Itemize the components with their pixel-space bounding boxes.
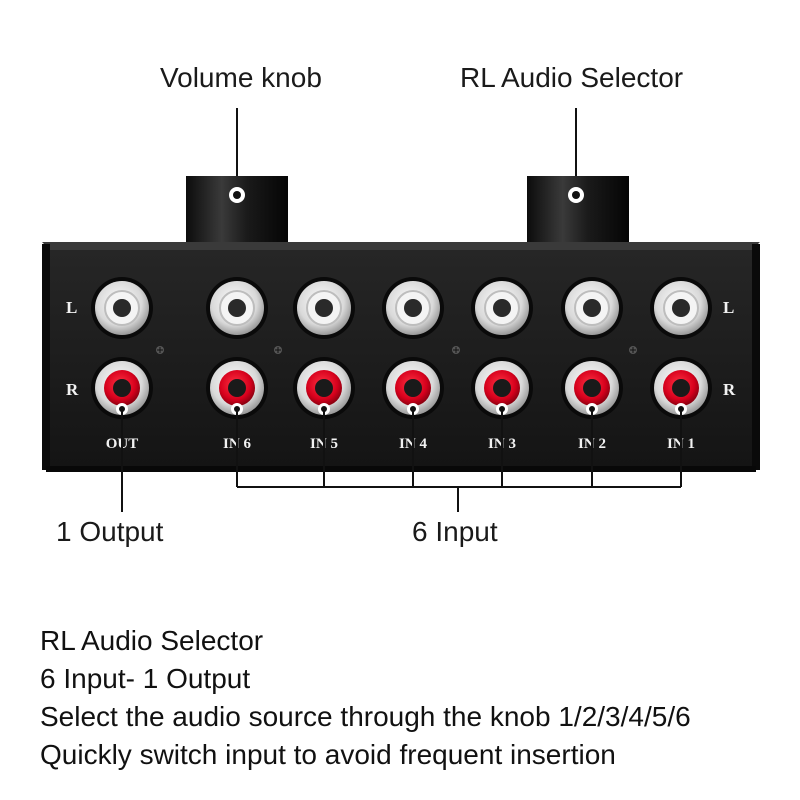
right-rca-jack[interactable]: [382, 357, 444, 419]
right-rca-jack[interactable]: [471, 357, 533, 419]
rl-selector-callout: RL Audio Selector: [460, 62, 684, 93]
jack-pair[interactable]: IN 5: [293, 277, 355, 452]
description-line: RL Audio Selector: [40, 625, 264, 656]
left-rca-jack[interactable]: [382, 277, 444, 339]
right-channel-label: R: [66, 380, 79, 399]
screw-icon: [629, 346, 637, 354]
right-channel-label: R: [723, 380, 736, 399]
volume-knob-callout: Volume knob: [160, 62, 322, 93]
jack-pair[interactable]: OUT: [91, 277, 153, 452]
input-bracket: [121, 408, 682, 512]
left-channel-label: L: [66, 298, 77, 317]
right-rca-jack[interactable]: [293, 357, 355, 419]
jack-pair[interactable]: IN 3: [471, 277, 533, 452]
left-channel-label: L: [723, 298, 734, 317]
input-callout: 6 Input: [412, 516, 498, 547]
right-rca-jack[interactable]: [206, 357, 268, 419]
right-rca-jack[interactable]: [561, 357, 623, 419]
description-line: Quickly switch input to avoid frequent i…: [40, 739, 616, 770]
screw-icon: [274, 346, 282, 354]
output-callout: 1 Output: [56, 516, 164, 547]
left-rca-jack[interactable]: [471, 277, 533, 339]
jack-pair[interactable]: IN 4: [382, 277, 444, 452]
left-rca-jack[interactable]: [561, 277, 623, 339]
volume-knob[interactable]: [186, 176, 288, 250]
screw-icon: [452, 346, 460, 354]
left-rca-jack[interactable]: [650, 277, 712, 339]
left-rca-jack[interactable]: [91, 277, 153, 339]
description-line: Select the audio source through the knob…: [40, 701, 691, 732]
description-line: 6 Input- 1 Output: [40, 663, 251, 694]
left-rca-jack[interactable]: [293, 277, 355, 339]
selector-knob[interactable]: [527, 176, 629, 250]
left-rca-jack[interactable]: [206, 277, 268, 339]
right-rca-jack[interactable]: [91, 357, 153, 419]
screw-icon: [156, 346, 164, 354]
jack-pair[interactable]: IN 6: [206, 277, 268, 452]
right-rca-jack[interactable]: [650, 357, 712, 419]
description-block: RL Audio Selector 6 Input- 1 Output Sele…: [40, 622, 691, 774]
